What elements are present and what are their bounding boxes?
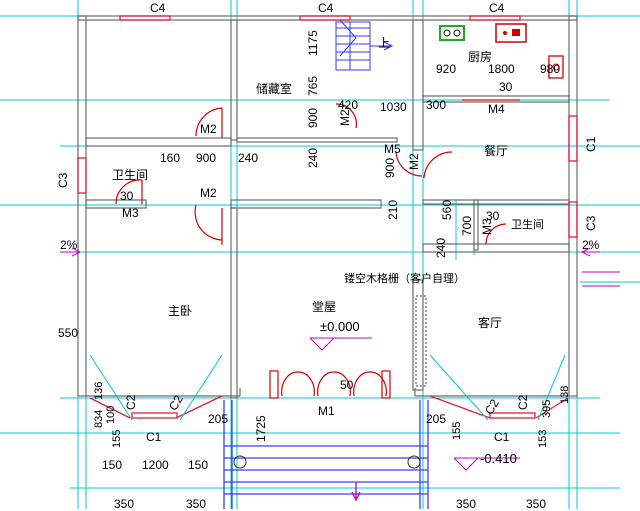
door-label-m2-kitchen: M2 [407,153,421,170]
room-hall: 堂屋 [312,300,337,314]
dim-900-b: 900 [196,151,217,165]
dim-300: 300 [426,98,447,112]
fridge-icon [548,55,564,79]
dim-550: 550 [58,326,79,340]
window-label-c4-right: C4 [489,1,505,15]
elevation-markers [60,247,620,471]
window-label-c3-right: C3 [584,215,598,231]
window-label-c1-bottom-left: C1 [146,430,162,444]
dim-1200: 1200 [142,458,169,472]
doors [115,99,520,399]
window-label-c4-mid: C4 [318,1,334,15]
dim-240-b: 240 [306,147,320,168]
dim-138: 138 [559,385,571,404]
stair-up-label: 上 [378,36,391,50]
dim-900-c: 900 [383,157,397,178]
step-arrow [351,482,361,502]
window-label-c2-left-a: C2 [124,394,138,410]
dim-1175: 1175 [306,30,320,56]
stair [335,19,394,71]
room-bath-right: 卫生间 [511,218,544,231]
dim-155-b: 155 [451,421,463,440]
dim-350-c: 350 [456,497,477,511]
room-living: 客厅 [478,316,503,330]
door-label-m2-upper: M2 [200,122,217,136]
front-steps [223,400,429,509]
dim-30-a: 30 [499,80,513,94]
dim-420: 420 [338,98,359,112]
dim-240-a: 240 [238,151,259,165]
slope-right-label: 2% [582,238,600,252]
elevation-outdoor-label: -0.410 [480,451,517,466]
dim-395: 395 [541,399,553,418]
slope-left-label: 2% [60,238,78,252]
dim-150-b: 150 [188,458,209,472]
room-master-bedroom: 主卧 [168,304,193,318]
dim-210: 210 [386,199,400,220]
lattice-partition [415,295,427,387]
dim-700: 700 [460,215,474,236]
dim-240-c: 240 [434,237,448,258]
dim-205-a: 205 [208,412,229,426]
window-label-c2-right-b: C2 [516,394,530,410]
dim-1030: 1030 [380,100,407,114]
room-kitchen: 厨房 [468,50,493,64]
room-bath-left: 卫生间 [112,168,149,182]
door-label-m3-left: M3 [122,206,139,220]
column-bases [233,455,421,469]
room-dining: 餐厅 [484,144,509,158]
windows [77,15,578,419]
dim-560: 560 [440,199,454,220]
bay-window-guides [89,354,566,421]
dim-205-b: 205 [426,412,447,426]
door-label-m2-lower: M2 [200,186,217,200]
room-storage: 储藏室 [256,82,293,96]
dim-1725: 1725 [254,415,268,442]
dim-160: 160 [160,151,181,165]
dim-136: 136 [93,381,105,400]
door-label-m1: M1 [318,404,335,418]
window-label-c1-bottom-right: C1 [494,430,510,444]
window-label-c1-right-upper: C1 [584,136,598,152]
dim-350-b: 350 [186,497,207,511]
dim-150-a: 150 [102,458,123,472]
elevation-main-label: ±0.000 [320,319,360,334]
dim-100: 100 [105,405,117,424]
dim-30-b: 30 [120,189,134,203]
dim-350-a: 350 [114,497,135,511]
dim-153: 153 [537,429,549,448]
door-label-m4: M4 [488,102,505,116]
partition-note: 镂空木格栅（客户自理） [344,272,465,285]
window-label-c3-left: C3 [56,172,70,188]
dim-980: 980 [540,62,561,76]
dim-155-a: 155 [111,429,123,448]
window-label-c4-left: C4 [150,1,166,15]
dim-1800: 1800 [488,62,515,76]
dim-900-a: 900 [306,107,320,128]
kitchen-stove-icon [439,25,465,41]
dim-765: 765 [306,75,320,96]
kitchen-sink-icon [495,23,527,43]
dim-920: 920 [436,62,457,76]
dim-50: 50 [340,378,354,392]
door-label-m5: M5 [384,142,401,156]
dim-350-d: 350 [526,497,547,511]
dim-30-c: 30 [486,209,500,223]
